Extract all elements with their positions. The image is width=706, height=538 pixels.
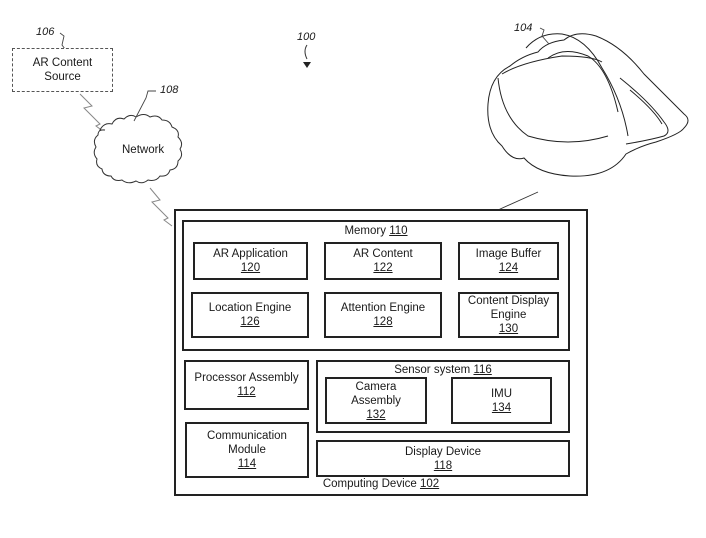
ref-108: 108 — [160, 84, 179, 96]
hmd-device-connector — [497, 191, 539, 211]
ar-content-source-label-2: Source — [44, 71, 81, 83]
display-device-box: Display Device 118 — [316, 440, 570, 477]
wireless-link-source-network — [79, 93, 105, 133]
ar-content-source-label-1: AR Content — [32, 57, 93, 69]
computing-device-label: Computing Device 102 — [322, 478, 440, 490]
memory-label: Memory 110 — [344, 225, 408, 237]
ar-content-box: AR Content 122 — [324, 242, 442, 280]
hmd-device-icon — [487, 33, 689, 177]
wireless-link-network-device — [149, 187, 173, 227]
network-cloud-icon — [93, 114, 183, 184]
processor-assembly-box: Processor Assembly 112 — [184, 360, 309, 410]
ref-100: 100 — [297, 31, 316, 43]
sensor-system-label: Sensor system 116 — [394, 364, 492, 376]
ar-application-box: AR Application 120 — [193, 242, 308, 280]
attention-engine-box: Attention Engine 128 — [324, 292, 442, 338]
network-label: Network — [122, 144, 165, 156]
ref-106: 106 — [36, 26, 55, 38]
content-display-engine-box: Content Display Engine 130 — [458, 292, 559, 338]
camera-assembly-box: Camera Assembly 132 — [325, 377, 427, 424]
imu-box: IMU 134 — [451, 377, 552, 424]
ar-content-source-box: AR Content Source — [12, 48, 113, 92]
communication-module-box: Communication Module 114 — [185, 422, 309, 478]
location-engine-box: Location Engine 126 — [191, 292, 309, 338]
ref-104: 104 — [514, 22, 533, 34]
image-buffer-box: Image Buffer 124 — [458, 242, 559, 280]
